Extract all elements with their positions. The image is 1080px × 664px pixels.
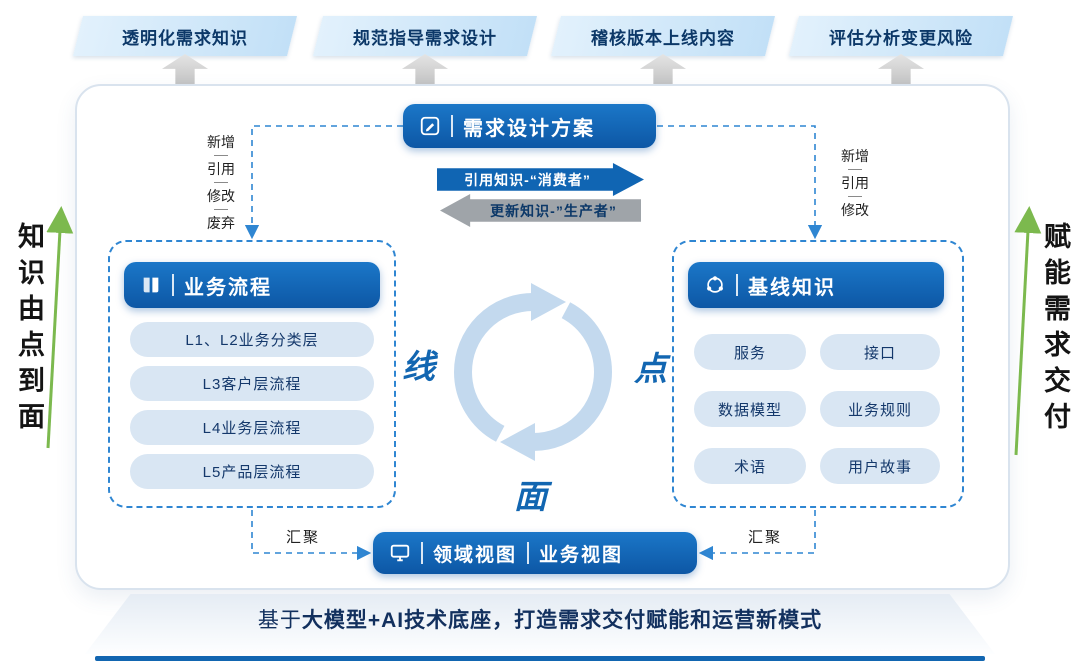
up-arrow-icon <box>162 54 208 85</box>
converge-label-right: 汇聚 <box>748 529 783 546</box>
plan-pill: 需求设计方案 <box>403 104 656 148</box>
op-label: 废弃 <box>207 215 235 232</box>
book-icon <box>143 277 159 293</box>
baseline-header-pill: 基线知识 <box>688 262 944 308</box>
right-ops-list: 新增 引用 修改 <box>832 148 878 218</box>
green-accent-right <box>1014 206 1042 456</box>
baseline-item: 用户故事 <box>820 448 940 484</box>
glyph-plane: 面 <box>514 477 547 516</box>
glyph-point: 点 <box>634 349 667 388</box>
footer-slogan: 基于大模型+AI技术底座，打造需求交付赋能和运营新模式 <box>0 604 1080 634</box>
banner-label: 透明化需求知识 <box>122 28 248 48</box>
op-label: 修改 <box>198 188 244 210</box>
baseline-item: 接口 <box>820 334 940 370</box>
right-side-caption: 赋能需求交付 <box>1040 222 1070 438</box>
footer-normal: 基于 <box>257 609 302 632</box>
banner-label: 稽核版本上线内容 <box>591 28 735 48</box>
process-item: L1、L2业务分类层 <box>130 322 374 357</box>
produce-knowledge-arrow: 更新知识-”生产者” <box>440 194 641 227</box>
monitor-icon <box>390 544 410 562</box>
views-pill: 领域视图 业务视图 <box>373 532 697 574</box>
business-view-label: 业务视图 <box>539 544 624 566</box>
footer-trapezoid <box>85 594 995 654</box>
process-item: L3客户层流程 <box>130 366 374 401</box>
up-arrow-icon <box>402 54 448 85</box>
edit-document-icon <box>420 116 440 136</box>
process-item: L4业务层流程 <box>130 410 374 445</box>
banner-transparent-knowledge: 透明化需求知识 <box>73 16 297 56</box>
baseline-title: 基线知识 <box>748 276 836 299</box>
footer-rest: ，打造需求交付赋能和运营新模式 <box>492 609 823 632</box>
footer-bold: 大模型+AI技术底座 <box>301 609 493 632</box>
divider <box>172 274 174 296</box>
up-arrow-icon <box>640 54 686 85</box>
banner-label: 评估分析变更风险 <box>829 28 973 48</box>
bottom-blue-bar <box>95 656 985 661</box>
baseline-item: 业务规则 <box>820 391 940 427</box>
baseline-item: 数据模型 <box>694 391 806 427</box>
baseline-item: 服务 <box>694 334 806 370</box>
converge-label-left: 汇聚 <box>286 529 321 546</box>
process-item: L5产品层流程 <box>130 454 374 489</box>
produce-arrow-label: 更新知识-”生产者” <box>490 202 617 219</box>
consume-arrow-label: 引用知识-“消费者” <box>464 171 591 188</box>
divider <box>451 115 453 137</box>
op-label: 修改 <box>841 202 869 219</box>
left-ops-list: 新增 引用 修改 废弃 <box>198 134 244 231</box>
green-accent-left <box>46 206 74 449</box>
up-arrow-icon <box>878 54 924 85</box>
plan-title: 需求设计方案 <box>463 117 595 140</box>
op-label: 引用 <box>198 161 244 183</box>
network-nodes-icon <box>707 276 723 293</box>
divider <box>527 542 530 564</box>
banner-label: 规范指导需求设计 <box>353 28 497 48</box>
op-label: 新增 <box>198 134 244 156</box>
baseline-item: 术语 <box>694 448 806 484</box>
op-label: 引用 <box>832 175 878 197</box>
left-side-caption: 知识由点到面 <box>14 222 44 438</box>
divider <box>421 542 423 564</box>
domain-view-label: 领域视图 <box>433 544 518 566</box>
process-title: 业务流程 <box>184 276 272 299</box>
banner-audit-release: 稽核版本上线内容 <box>551 16 775 56</box>
process-header-pill: 业务流程 <box>124 262 380 308</box>
glyph-line: 线 <box>402 347 435 386</box>
banner-assess-risk: 评估分析变更风险 <box>789 16 1013 56</box>
consume-knowledge-arrow: 引用知识-“消费者” <box>437 163 644 196</box>
op-label: 新增 <box>832 148 878 170</box>
divider <box>736 274 738 296</box>
banner-guide-design: 规范指导需求设计 <box>313 16 537 56</box>
